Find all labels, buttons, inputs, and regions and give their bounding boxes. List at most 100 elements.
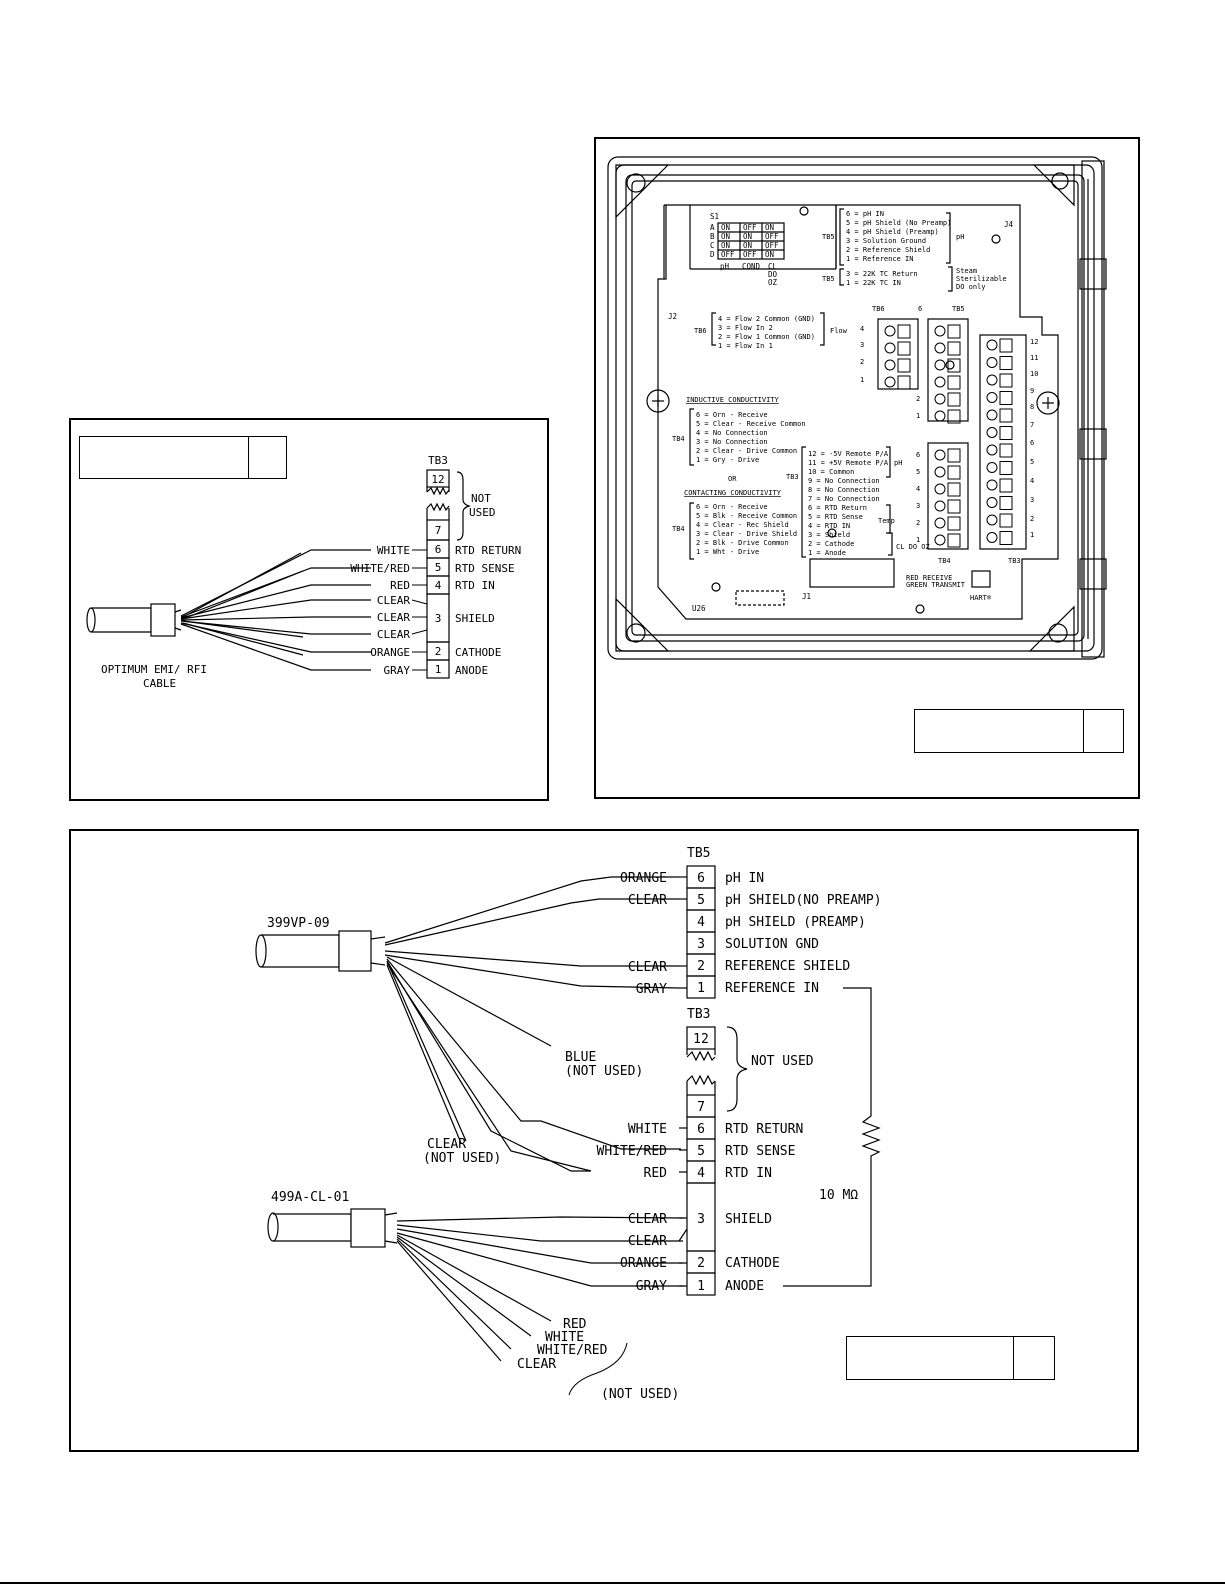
s1-cell: ON	[743, 241, 752, 250]
legend-line: 2 = Clear - Drive Common	[696, 447, 797, 455]
terminal-screw	[934, 517, 946, 529]
func-label: ANODE	[455, 664, 488, 677]
unused-wire-label: WHITE/RED	[537, 1343, 608, 1358]
legend-line: 10 = Common	[808, 468, 854, 476]
s1-cell: ON	[765, 250, 774, 259]
legend-line: 5 = pH Shield (No Preamp)	[846, 219, 951, 227]
tb-num: 9	[1030, 387, 1034, 395]
term-num: 6	[435, 543, 442, 556]
func-label: SHIELD	[455, 612, 495, 625]
term-num: 12	[693, 1032, 709, 1047]
terminal-screw	[934, 393, 946, 405]
legend-line: 6 = Orn - Receive	[696, 411, 768, 419]
s1-col: pH	[720, 262, 730, 271]
tb-num: 2	[1030, 515, 1034, 523]
legend-line: 6 = Orn - Receive	[696, 503, 768, 511]
legend-line: 3 = Shield	[808, 531, 850, 539]
legend-line: 1 = 22K TC IN	[846, 279, 901, 287]
tb3-tag: TB3	[786, 473, 799, 481]
func-label: RTD SENSE	[455, 562, 515, 575]
func-label: SOLUTION GND	[725, 937, 819, 952]
legend-line: 4 = RTD IN	[808, 522, 850, 530]
six-mark: 6	[918, 305, 922, 313]
term-num: 3	[697, 1212, 705, 1227]
j4-label: J4	[1004, 220, 1014, 229]
terminal-screw	[934, 410, 946, 422]
terminal-clamp	[897, 358, 911, 373]
terminal-clamp	[999, 478, 1013, 493]
temp-tag: Temp	[878, 517, 895, 525]
tb6-tag: TB6	[694, 327, 707, 335]
cable-label-2: CABLE	[143, 677, 176, 690]
func-label: REFERENCE IN	[725, 981, 819, 996]
terminal-screw	[934, 483, 946, 495]
unused-wire-label: RED	[563, 1317, 587, 1332]
tb3-label: TB3	[687, 1007, 710, 1022]
terminal-screw	[884, 376, 896, 388]
terminal-screw	[884, 342, 896, 354]
wire-label: CLEAR	[377, 594, 410, 607]
func-label: RTD SENSE	[725, 1144, 795, 1159]
figure-c-frame: 399VP-09 499A-CL-01 TB5 6 5 4 3 2 1 ORAN…	[69, 829, 1139, 1452]
tb4-block-label: TB4	[938, 557, 951, 565]
s1-cell: OFF	[765, 241, 779, 250]
terminal-clamp	[947, 341, 961, 356]
func-label: RTD IN	[725, 1166, 772, 1181]
figure-a-frame: OPTIMUM EMI/ RFI CABLE WHITE WHITE/RED R…	[69, 418, 549, 801]
terminal-clamp	[999, 531, 1013, 545]
func-label: CATHODE	[455, 646, 501, 659]
wire-label: ORANGE	[620, 1256, 667, 1271]
s1-col: OZ	[768, 278, 778, 287]
func-label: REFERENCE SHIELD	[725, 959, 850, 974]
s1-cell: ON	[765, 223, 774, 232]
tb-num: 4	[916, 485, 920, 493]
wire-label: GRAY	[384, 664, 411, 677]
u26-label: U26	[692, 604, 706, 613]
term-num: 2	[697, 959, 705, 974]
legend-line: 2 = Flow 1 Common (GND)	[718, 333, 815, 341]
tb-num: 5	[916, 468, 920, 476]
tb3-label: TB3	[428, 454, 448, 467]
cable2-label: 499A-CL-01	[271, 1190, 349, 1205]
terminal-screw	[884, 359, 896, 371]
s1-row-key: D	[710, 250, 715, 259]
tb5-block-label: TB5	[952, 305, 965, 313]
wire-label: WHITE/RED	[597, 1144, 668, 1159]
steam-line: DO only	[956, 283, 986, 291]
tb-num: 1	[860, 376, 864, 384]
s1-row-key: B	[710, 232, 715, 241]
wire-label: GRAY	[636, 1279, 667, 1294]
steam-line: Sterilizable	[956, 275, 1007, 283]
terminal-screw	[934, 534, 946, 546]
tb-num: 3	[916, 502, 920, 510]
terminal-clamp	[999, 496, 1013, 510]
s1-col: DO	[768, 270, 778, 279]
legend-line: 2 = Cathode	[808, 540, 854, 548]
term-num: 5	[435, 561, 442, 574]
terminal-screw	[934, 376, 946, 388]
terminal-screw	[934, 500, 946, 512]
flow-tag: Flow	[830, 327, 848, 335]
tb-num: 1	[916, 536, 920, 544]
figure-c-diagram: 399VP-09 499A-CL-01 TB5 6 5 4 3 2 1 ORAN…	[255, 846, 882, 1402]
tb-num: 10	[1030, 370, 1038, 378]
ph-tag: pH	[894, 459, 902, 467]
func-label: RTD IN	[455, 579, 495, 592]
legend-line: 1 = Gry - Drive	[696, 456, 759, 464]
s1-cell: OFF	[721, 250, 735, 259]
wire-label: WHITE	[628, 1122, 667, 1137]
tb-num: 3	[1030, 496, 1034, 504]
s1-label: S1	[710, 212, 719, 221]
not-used-label: NOT USED	[751, 1054, 814, 1069]
tb-num: 4	[860, 325, 864, 333]
wire-label: CLEAR	[628, 1234, 667, 1249]
wire-label: RED	[390, 579, 410, 592]
func-label: RTD RETURN	[455, 544, 521, 557]
terminal-screw	[986, 427, 998, 438]
terminal-clamp	[999, 426, 1013, 440]
terminal-screw	[986, 497, 998, 508]
term-num: 7	[697, 1100, 705, 1115]
terminal-screw	[986, 409, 998, 421]
legend-line: 1 = Anode	[808, 549, 846, 557]
tb-num: 8	[1030, 403, 1034, 411]
